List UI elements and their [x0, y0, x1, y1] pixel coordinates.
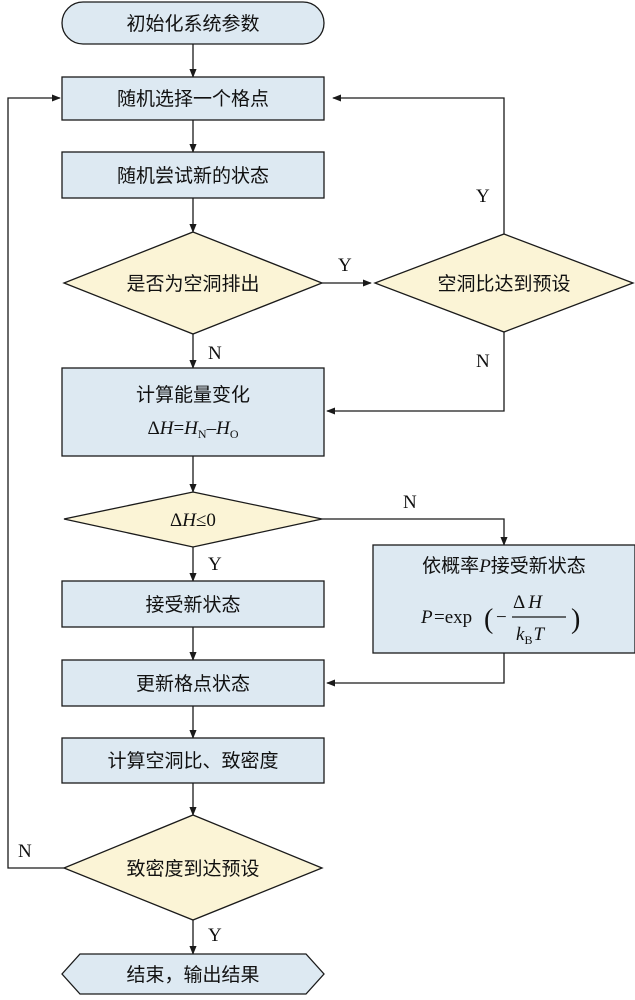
minus-sign: –	[206, 418, 217, 439]
formula-minus: −	[496, 607, 507, 628]
node-accept-label: 接受新状态	[145, 594, 240, 616]
label-ratio-yes: Y	[476, 186, 490, 207]
delta-symbol: Δ	[148, 418, 160, 439]
node-end: 结束，输出结果	[61, 953, 325, 995]
relation: ≤0	[196, 510, 216, 531]
t-symbol: T	[533, 624, 545, 645]
node-select-site: 随机选择一个格点	[61, 76, 325, 121]
label-ratio-no: N	[476, 351, 490, 372]
label-dh-no: N	[403, 492, 417, 513]
decision-density: 致密度到达预设	[62, 814, 324, 921]
formula-p: P	[420, 607, 433, 628]
delta-symbol: Δ	[170, 510, 182, 531]
node-try-state: 随机尝试新的状态	[61, 151, 325, 199]
node-prob-accept-label: 依概率P接受新状态	[422, 555, 586, 577]
k-subscript: B	[524, 633, 532, 647]
energy-formula: ΔH=HN–HO	[148, 418, 239, 441]
node-init-label: 初始化系统参数	[126, 13, 259, 35]
node-update-site: 更新格点状态	[61, 659, 325, 707]
edge-ratio-yes	[332, 94, 505, 234]
equals-sign: =	[173, 418, 184, 439]
node-init: 初始化系统参数	[61, 1, 325, 45]
decision-delta-h-label: ΔH≤0	[170, 510, 216, 531]
label-void-no: N	[208, 343, 222, 364]
edge-dh-no	[322, 518, 508, 546]
node-calc-energy-label: 计算能量变化	[136, 384, 250, 406]
decision-density-label: 致密度到达预设	[126, 858, 259, 880]
decision-void-discharge: 是否为空洞排出	[62, 231, 324, 335]
prob-prefix: 依概率	[422, 555, 479, 577]
node-select-site-label: 随机选择一个格点	[117, 88, 269, 110]
h-old-symbol: H	[215, 418, 231, 439]
h-symbol: H	[181, 510, 197, 531]
k-symbol: k	[516, 624, 525, 645]
decision-void-ratio: 空洞比达到预设	[373, 233, 635, 333]
h-symbol: H	[527, 592, 543, 613]
decision-void-discharge-label: 是否为空洞排出	[126, 273, 259, 295]
node-end-label: 结束，输出结果	[126, 964, 259, 986]
subscript-new: N	[198, 427, 207, 441]
connectors	[7, 44, 508, 955]
node-calc-void-density: 计算空洞比、致密度	[61, 737, 325, 784]
prob-suffix: 接受新状态	[491, 555, 586, 577]
edge-ratio-no	[326, 332, 505, 415]
left-paren: (	[484, 604, 493, 635]
h-new-symbol: H	[183, 418, 199, 439]
node-accept: 接受新状态	[61, 580, 325, 628]
formula-denominator: kBT	[516, 624, 545, 647]
h-symbol: H	[159, 418, 175, 439]
node-calc-energy: 计算能量变化 ΔH=HN–HO	[61, 367, 325, 457]
edge-density-no	[7, 94, 64, 869]
node-update-site-label: 更新格点状态	[136, 673, 250, 695]
subscript-old: O	[230, 427, 239, 441]
label-void-yes: Y	[338, 255, 352, 276]
delta-symbol: Δ	[513, 592, 525, 613]
decision-delta-h: ΔH≤0	[63, 491, 323, 548]
decision-void-ratio-label: 空洞比达到预设	[437, 273, 570, 295]
node-calc-void-density-label: 计算空洞比、致密度	[107, 750, 278, 772]
label-density-no: N	[18, 841, 32, 862]
edge-labels: Y Y N N N Y N Y	[18, 186, 490, 946]
label-density-yes: Y	[208, 925, 222, 946]
edge-prob-to-update	[326, 653, 505, 687]
node-try-state-label: 随机尝试新的状态	[117, 165, 269, 187]
p-symbol: P	[478, 556, 491, 577]
right-paren: )	[571, 604, 580, 635]
formula-exp: =exp	[434, 607, 472, 628]
label-dh-yes: Y	[208, 554, 222, 575]
